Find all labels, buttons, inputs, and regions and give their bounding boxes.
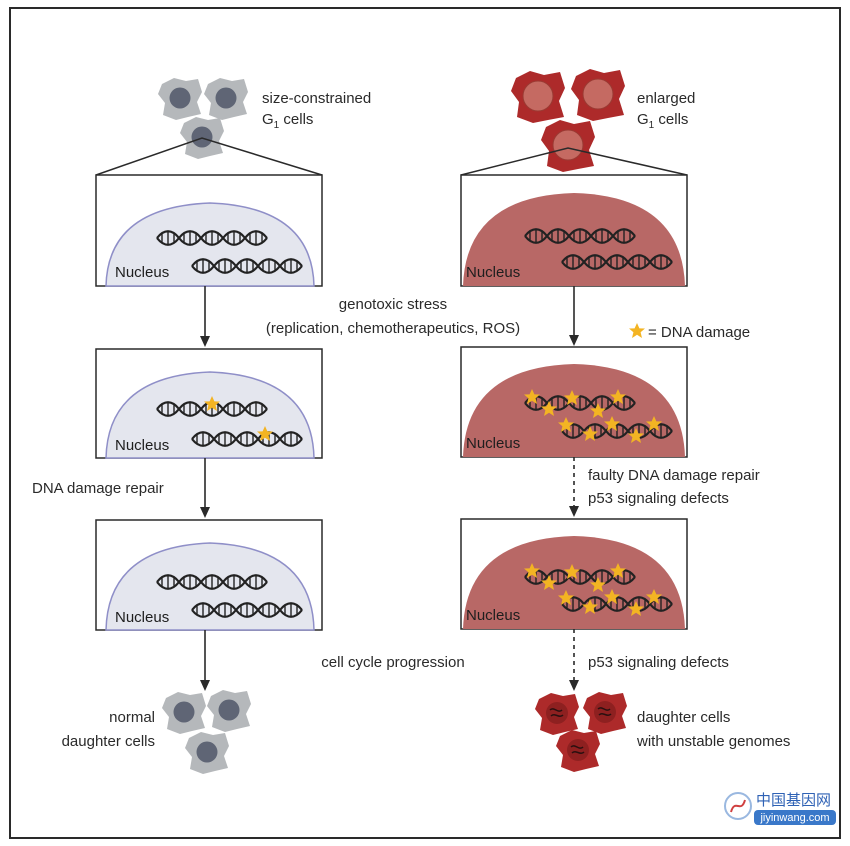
- left-zoom-wedge: [95, 137, 323, 176]
- watermark-url: jiyinwang.com: [759, 812, 829, 824]
- left-nucleus-box-3: Nucleus: [95, 519, 323, 631]
- genotoxic-stress-sublabel: (replication, chemotherapeutics, ROS): [266, 320, 520, 337]
- normal-label-line1: normal: [109, 709, 155, 726]
- dna-repair-label: DNA damage repair: [32, 480, 164, 497]
- large-cell-icon: [540, 119, 596, 173]
- normal-daughter-cell-icon: [207, 690, 251, 732]
- watermark: 中国基因网 jiyinwang.com: [724, 791, 836, 825]
- nucleus-label: Nucleus: [466, 607, 520, 624]
- small-cell-icon: [158, 78, 202, 120]
- left-top-label-line1: size-constrained: [262, 90, 371, 107]
- right-nucleus-box-3: Nucleus: [460, 518, 688, 630]
- nucleus-label: Nucleus: [115, 264, 169, 281]
- dna-damage-legend-label: = DNA damage: [648, 324, 750, 341]
- watermark-text: 中国基因网: [756, 791, 831, 809]
- left-top-cells: [158, 78, 248, 159]
- outer-frame: [9, 7, 841, 839]
- normal-daughter-cell-icon: [185, 732, 229, 774]
- right-top-label-line1: enlarged: [637, 90, 695, 107]
- large-cell-icon: [570, 68, 626, 122]
- nucleus-label: Nucleus: [466, 264, 520, 281]
- damage-star-icon: [629, 323, 645, 338]
- left-nucleus-box-2: Nucleus: [95, 348, 323, 459]
- right-top-label-line2: G1 cells: [637, 111, 688, 131]
- right-zoom-wedge: [460, 147, 688, 176]
- right-daughter-cells: [534, 691, 628, 773]
- unstable-label-line1: daughter cells: [637, 709, 730, 726]
- p53-defects-label: p53 signaling defects: [588, 490, 729, 507]
- nucleus-label: Nucleus: [115, 437, 169, 454]
- p53-defects-label-2: p53 signaling defects: [588, 654, 729, 671]
- genotoxic-stress-label: genotoxic stress: [339, 296, 447, 313]
- right-nucleus-box-1: Nucleus: [460, 174, 688, 287]
- unstable-daughter-cell-icon: [555, 729, 601, 773]
- faulty-repair-label: faulty DNA damage repair: [588, 467, 760, 484]
- unstable-daughter-cell-icon: [582, 691, 628, 735]
- unstable-daughter-cell-icon: [534, 692, 580, 736]
- nucleus-label: Nucleus: [466, 435, 520, 452]
- unstable-label-line2: with unstable genomes: [636, 733, 790, 750]
- nucleus-label: Nucleus: [115, 609, 169, 626]
- large-cell-icon: [510, 70, 566, 124]
- right-nucleus-box-2: Nucleus: [460, 346, 688, 458]
- left-top-label-line2: G1 cells: [262, 111, 313, 131]
- normal-daughter-cell-icon: [162, 692, 206, 734]
- normal-label-line2: daughter cells: [62, 733, 155, 750]
- cell-cycle-progression-label: cell cycle progression: [321, 654, 464, 671]
- small-cell-icon: [204, 78, 248, 120]
- left-daughter-cells: [162, 690, 251, 774]
- left-nucleus-box-1: Nucleus: [95, 174, 323, 287]
